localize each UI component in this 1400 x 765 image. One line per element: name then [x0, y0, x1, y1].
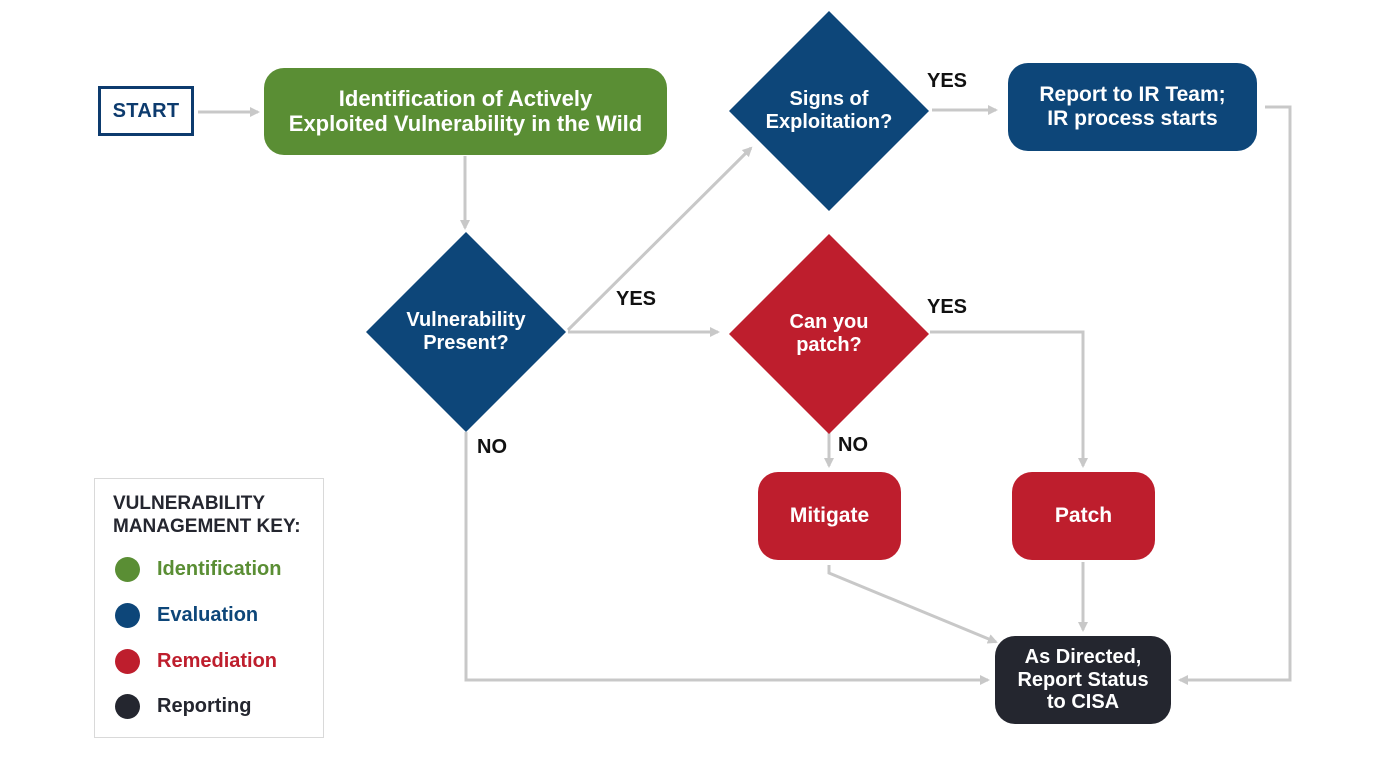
key-label-reporting: Reporting — [157, 695, 252, 717]
key-title: VULNERABILITY MANAGEMENT KEY: — [113, 493, 301, 537]
yes-exploitation-label: YES — [927, 70, 968, 92]
key-item-reporting: Reporting — [115, 694, 251, 719]
signs-of-exploitation-label: Signs of Exploitation? — [765, 88, 893, 133]
yes-patch-label: YES — [927, 296, 968, 318]
patch-box: Patch — [1012, 472, 1155, 560]
mitigate-box: Mitigate — [758, 472, 901, 560]
red-dot-icon — [115, 649, 140, 674]
report-cisa-box: As Directed, Report Status to CISA — [995, 636, 1171, 724]
can-you-patch-diamond — [729, 234, 929, 434]
vulnerability-present-label: Vulnerability Present? — [406, 309, 526, 354]
green-dot-icon — [115, 557, 140, 582]
key-label-identification: Identification — [157, 558, 282, 580]
signs-of-exploitation-diamond — [729, 11, 929, 211]
no-vulnerability-label: NO — [477, 436, 507, 458]
identification-label: Identification of Actively Exploited Vul… — [288, 85, 643, 136]
edge-report-ir-to-cisa — [1178, 105, 1292, 685]
key-item-remediation: Remediation — [115, 649, 277, 674]
edge-mitigate-to-cisa — [827, 565, 998, 644]
report-ir-label: Report to IR Team; IR process starts — [1039, 83, 1226, 130]
identification-box: Identification of Actively Exploited Vul… — [264, 68, 667, 155]
mitigate-label: Mitigate — [789, 504, 870, 528]
dark-dot-icon — [115, 694, 140, 719]
start-box: START — [98, 86, 194, 136]
start-label: START — [112, 99, 180, 122]
blue-dot-icon — [115, 603, 140, 628]
vulnerability-management-key: VULNERABILITY MANAGEMENT KEY: Identifica… — [94, 478, 324, 738]
yes-vulnerability-label: YES — [616, 288, 657, 310]
report-ir-box: Report to IR Team; IR process starts — [1008, 63, 1257, 151]
key-label-evaluation: Evaluation — [157, 604, 259, 626]
no-patch-label: NO — [838, 434, 868, 456]
vulnerability-present-diamond — [366, 232, 566, 432]
key-label-remediation: Remediation — [157, 650, 278, 672]
key-item-identification: Identification — [115, 557, 281, 582]
key-item-evaluation: Evaluation — [115, 603, 258, 628]
patch-label: Patch — [1054, 504, 1113, 528]
edge-patch-decision-to-patch — [930, 330, 1088, 468]
can-you-patch-label: Can you patch? — [789, 311, 869, 356]
edge-vulnerability-to-exploitation — [566, 146, 753, 332]
edge-vulnerability-no-to-cisa — [464, 432, 990, 685]
report-cisa-label: As Directed, Report Status to CISA — [1017, 646, 1149, 714]
